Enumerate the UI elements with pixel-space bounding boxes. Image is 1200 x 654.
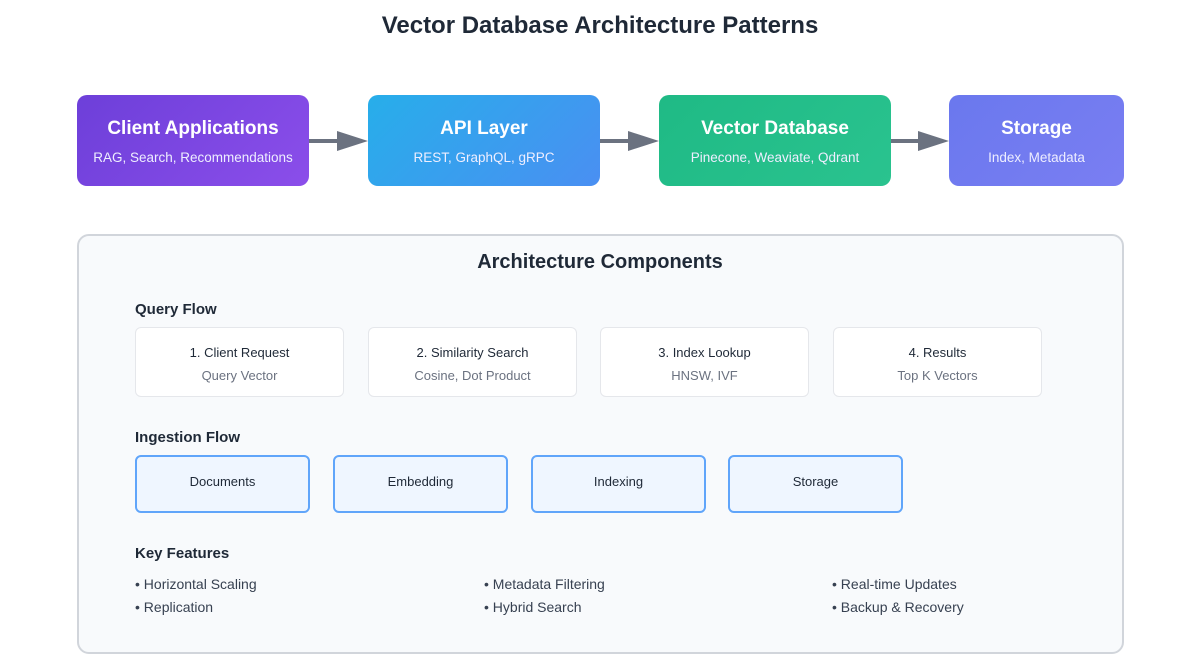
arrow-icon [600, 131, 659, 151]
feature-item: • Backup & Recovery [832, 599, 964, 615]
diagram-title: Vector Database Architecture Patterns [381, 12, 819, 39]
ingestion-step: Storage [728, 455, 903, 513]
ingestion-step: Embedding [333, 455, 508, 513]
arrow-icon [891, 131, 949, 151]
feature-item: • Metadata Filtering [484, 576, 605, 592]
ingestion-flow-heading: Ingestion Flow [135, 429, 240, 446]
components-panel [77, 234, 1124, 654]
step-subtitle: Query Vector [201, 368, 278, 383]
feature-item: • Real-time Updates [832, 576, 957, 592]
step-subtitle: Cosine, Dot Product [414, 368, 531, 383]
node-subtitle: Pinecone, Weaviate, Qdrant [690, 150, 860, 165]
step-subtitle: Top K Vectors [897, 368, 978, 383]
ingestion-step: Documents [135, 455, 310, 513]
node-client-applications: Client Applications RAG, Search, Recomme… [77, 95, 309, 186]
step-title: 2. Similarity Search [416, 345, 529, 360]
step-title: 4. Results [908, 345, 967, 360]
node-title: Storage [1001, 118, 1072, 139]
step-title: 1. Client Request [189, 345, 290, 360]
node-vector-database: Vector Database Pinecone, Weaviate, Qdra… [659, 95, 891, 186]
node-title: Vector Database [701, 118, 849, 139]
feature-item: • Replication [135, 599, 214, 615]
panel-title: Architecture Components [477, 251, 723, 273]
step-subtitle: HNSW, IVF [671, 368, 738, 383]
node-subtitle: RAG, Search, Recommendations [93, 150, 293, 165]
node-title: Client Applications [107, 118, 279, 139]
node-subtitle: REST, GraphQL, gRPC [413, 150, 555, 165]
node-storage: Storage Index, Metadata [949, 95, 1124, 186]
key-features-heading: Key Features [135, 545, 230, 562]
query-flow-heading: Query Flow [135, 301, 217, 318]
feature-item: • Hybrid Search [484, 599, 582, 615]
node-title: API Layer [440, 118, 528, 139]
feature-item: • Horizontal Scaling [135, 576, 257, 592]
node-subtitle: Index, Metadata [988, 150, 1085, 165]
ingestion-step: Indexing [531, 455, 706, 513]
step-title: 3. Index Lookup [658, 345, 751, 360]
arrow-icon [309, 131, 368, 151]
node-api-layer: API Layer REST, GraphQL, gRPC [368, 95, 600, 186]
